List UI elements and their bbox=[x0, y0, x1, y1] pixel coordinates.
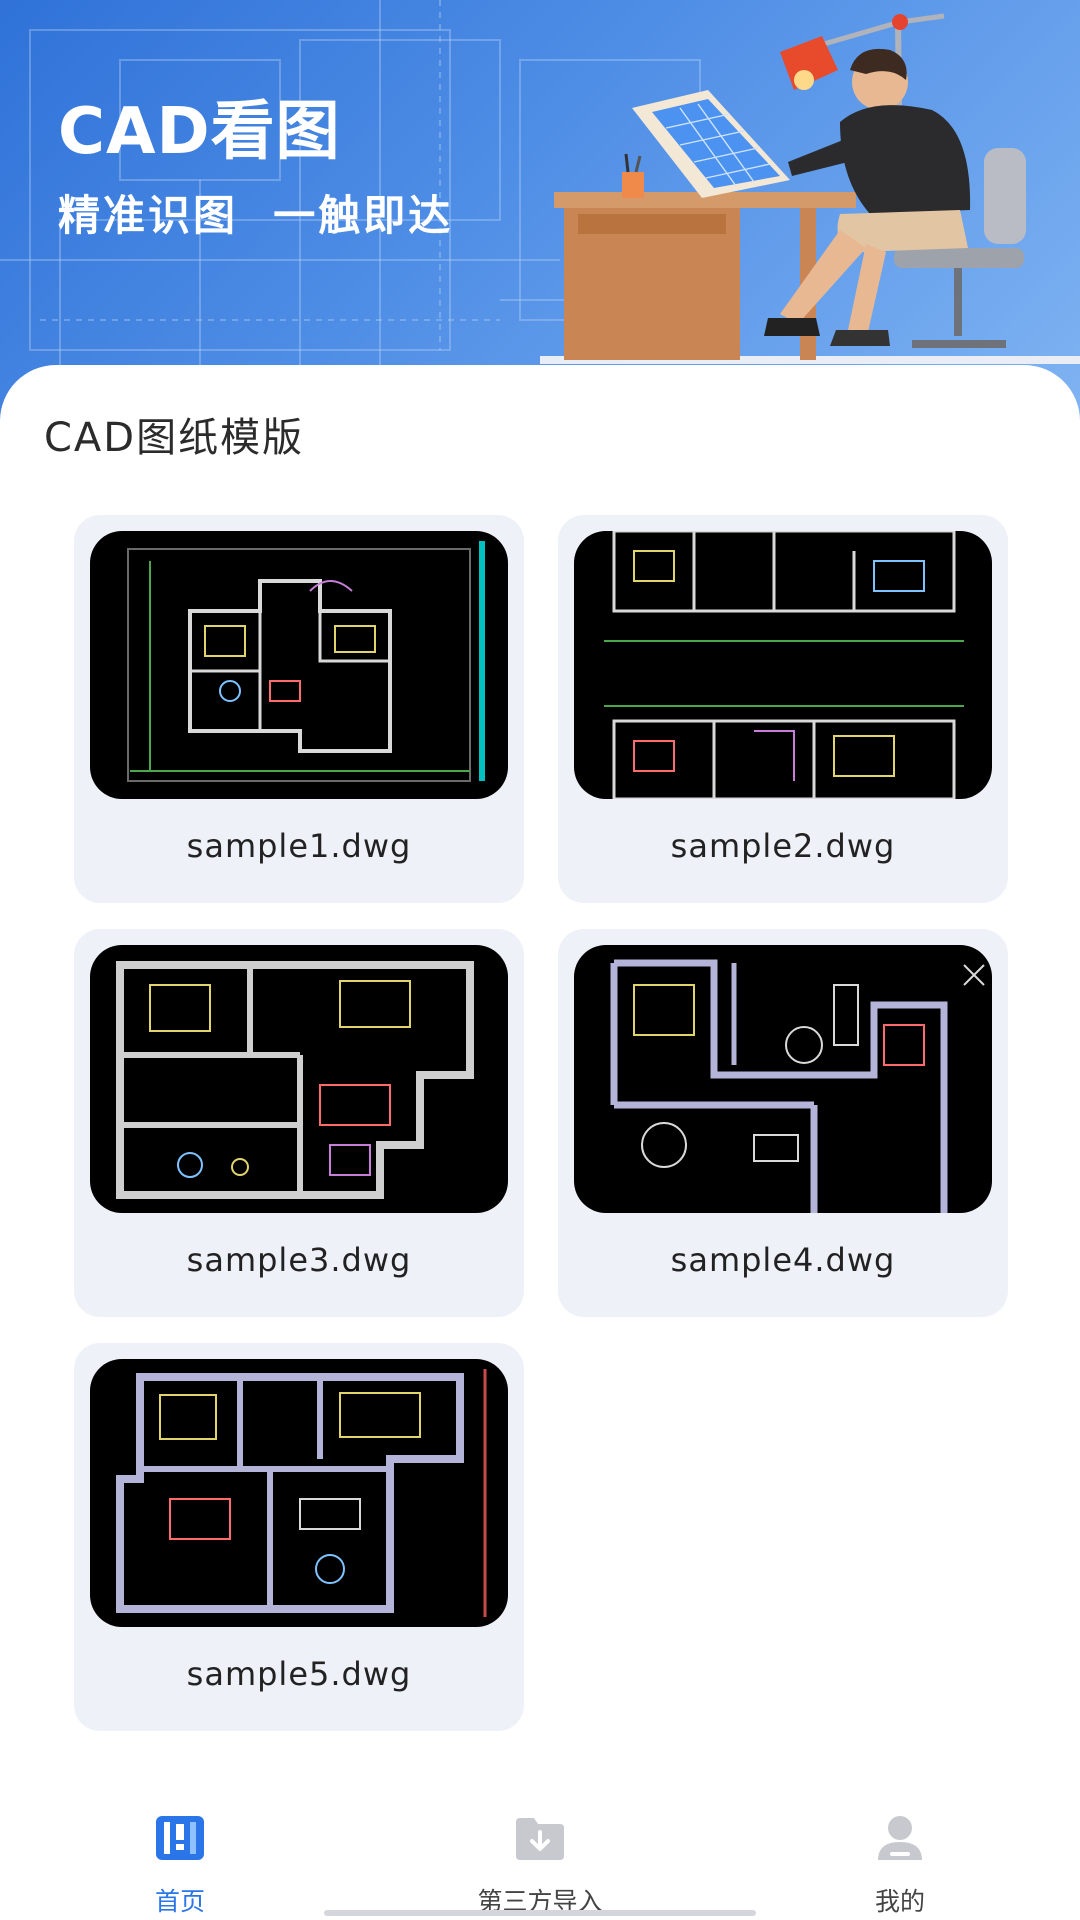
tab-mine[interactable]: 我的 bbox=[800, 1808, 1000, 1918]
template-file-name: sample3.dwg bbox=[186, 1241, 412, 1279]
template-card-sample3[interactable]: sample3.dwg bbox=[74, 929, 524, 1317]
bottom-navigation: 首页 第三方导入 我的 bbox=[0, 1788, 1080, 1920]
folder-download-icon bbox=[516, 1818, 564, 1860]
section-title: CAD图纸模版 bbox=[44, 415, 305, 461]
app-title: CAD看图 bbox=[58, 95, 341, 169]
template-file-name: sample5.dwg bbox=[186, 1655, 412, 1693]
tab-home-label: 首页 bbox=[154, 1887, 205, 1916]
drawing-thumbnail bbox=[90, 1359, 508, 1627]
template-file-name: sample1.dwg bbox=[186, 827, 412, 865]
tab-mine-label: 我的 bbox=[874, 1887, 925, 1916]
hero-banner: CAD看图 精准识图 一触即达 bbox=[0, 0, 1080, 420]
template-card-sample5[interactable]: sample5.dwg bbox=[74, 1343, 524, 1731]
template-card-sample1[interactable]: sample1.dwg bbox=[74, 515, 524, 903]
drawing-thumbnail bbox=[90, 945, 508, 1213]
template-card-sample4[interactable]: sample4.dwg bbox=[558, 929, 1008, 1317]
tab-home[interactable]: 首页 bbox=[80, 1808, 280, 1918]
user-icon bbox=[878, 1816, 922, 1860]
home-indicator bbox=[324, 1910, 756, 1916]
designer-illustration bbox=[540, 13, 1080, 364]
template-section: CAD图纸模版 bbox=[0, 365, 1080, 1920]
template-card-sample2[interactable]: sample2.dwg bbox=[558, 515, 1008, 903]
template-file-name: sample2.dwg bbox=[670, 827, 896, 865]
tab-third-party-import[interactable]: 第三方导入 bbox=[440, 1808, 640, 1918]
drawing-thumbnail bbox=[90, 531, 508, 799]
app-slogan: 精准识图 一触即达 bbox=[58, 191, 454, 240]
drawing-thumbnail bbox=[574, 945, 992, 1213]
drawing-thumbnail bbox=[574, 531, 992, 799]
blueprint-icon bbox=[156, 1816, 204, 1860]
template-file-name: sample4.dwg bbox=[670, 1241, 896, 1279]
template-grid: sample1.dwg bbox=[74, 515, 1008, 1731]
